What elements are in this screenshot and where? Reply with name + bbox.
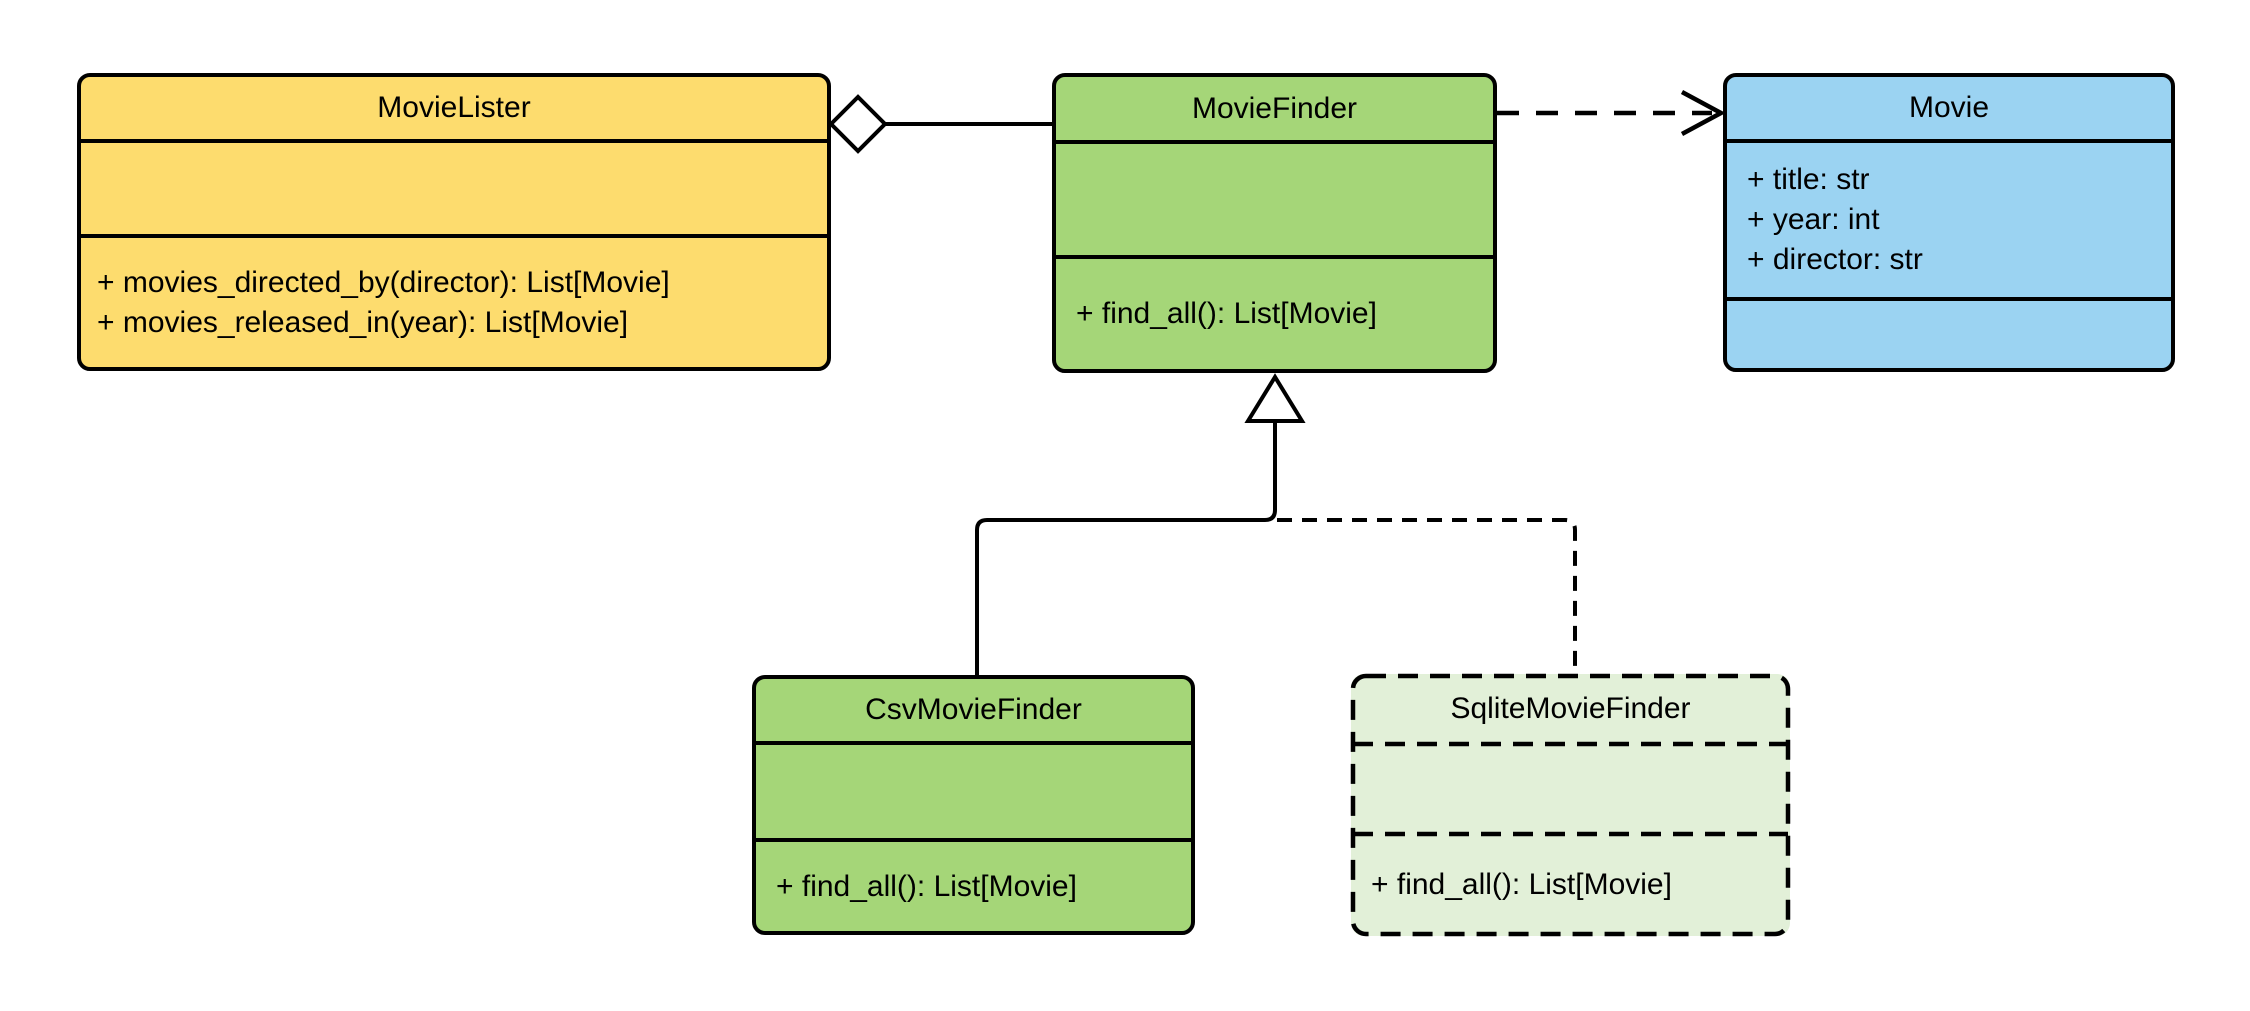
class-methods-compartment: + find_all(): List[Movie] [1056,259,1493,369]
class-title: CsvMovieFinder [756,679,1191,745]
class-attributes-compartment [1056,144,1493,259]
class-methods-compartment: + find_all(): List[Movie] [1351,834,1790,936]
class-attributes-compartment: + title: str + year: int + director: str [1727,143,2171,301]
class-box-csvmoviefinder: CsvMovieFinder + find_all(): List[Movie] [752,675,1195,935]
class-box-sqlitemoviefinder: SqliteMovieFinder + find_all(): List[Mov… [1351,674,1790,936]
class-attribute: + year: int [1747,203,1880,236]
inheritance-edge-dashed [1277,518,1577,676]
class-methods-compartment [1727,301,2171,368]
class-method: + find_all(): List[Movie] [776,869,1077,903]
class-title: SqliteMovieFinder [1450,692,1691,725]
aggregation-diamond-icon [828,94,888,154]
class-title: MovieLister [81,77,827,143]
class-box-moviefinder: MovieFinder + find_all(): List[Movie] [1052,73,1497,373]
dependency-arrowhead-icon [1680,90,1726,136]
inheritance-edge-solid [975,423,1277,677]
class-method: + find_all(): List[Movie] [1076,297,1377,330]
class-method: + movies_directed_by(director): List[Mov… [97,265,670,299]
class-method: + find_all(): List[Movie] [1371,868,1672,901]
class-attributes-compartment [756,745,1191,842]
class-attributes-compartment [81,143,827,238]
class-attribute: + director: str [1747,243,1923,276]
class-method: + movies_released_in(year): List[Movie] [97,305,629,339]
class-methods-compartment: + find_all(): List[Movie] [756,842,1191,931]
class-attributes-compartment [1351,744,1790,834]
class-title: Movie [1727,77,2171,143]
class-title: MovieFinder [1056,77,1493,144]
class-methods-compartment: + movies_directed_by(director): List[Mov… [81,238,827,367]
class-attribute: + title: str [1747,163,1870,196]
inheritance-triangle-icon [1244,373,1306,423]
class-box-movielister: MovieLister + movies_directed_by(directo… [77,73,831,371]
class-box-movie: Movie + title: str + year: int + directo… [1723,73,2175,372]
